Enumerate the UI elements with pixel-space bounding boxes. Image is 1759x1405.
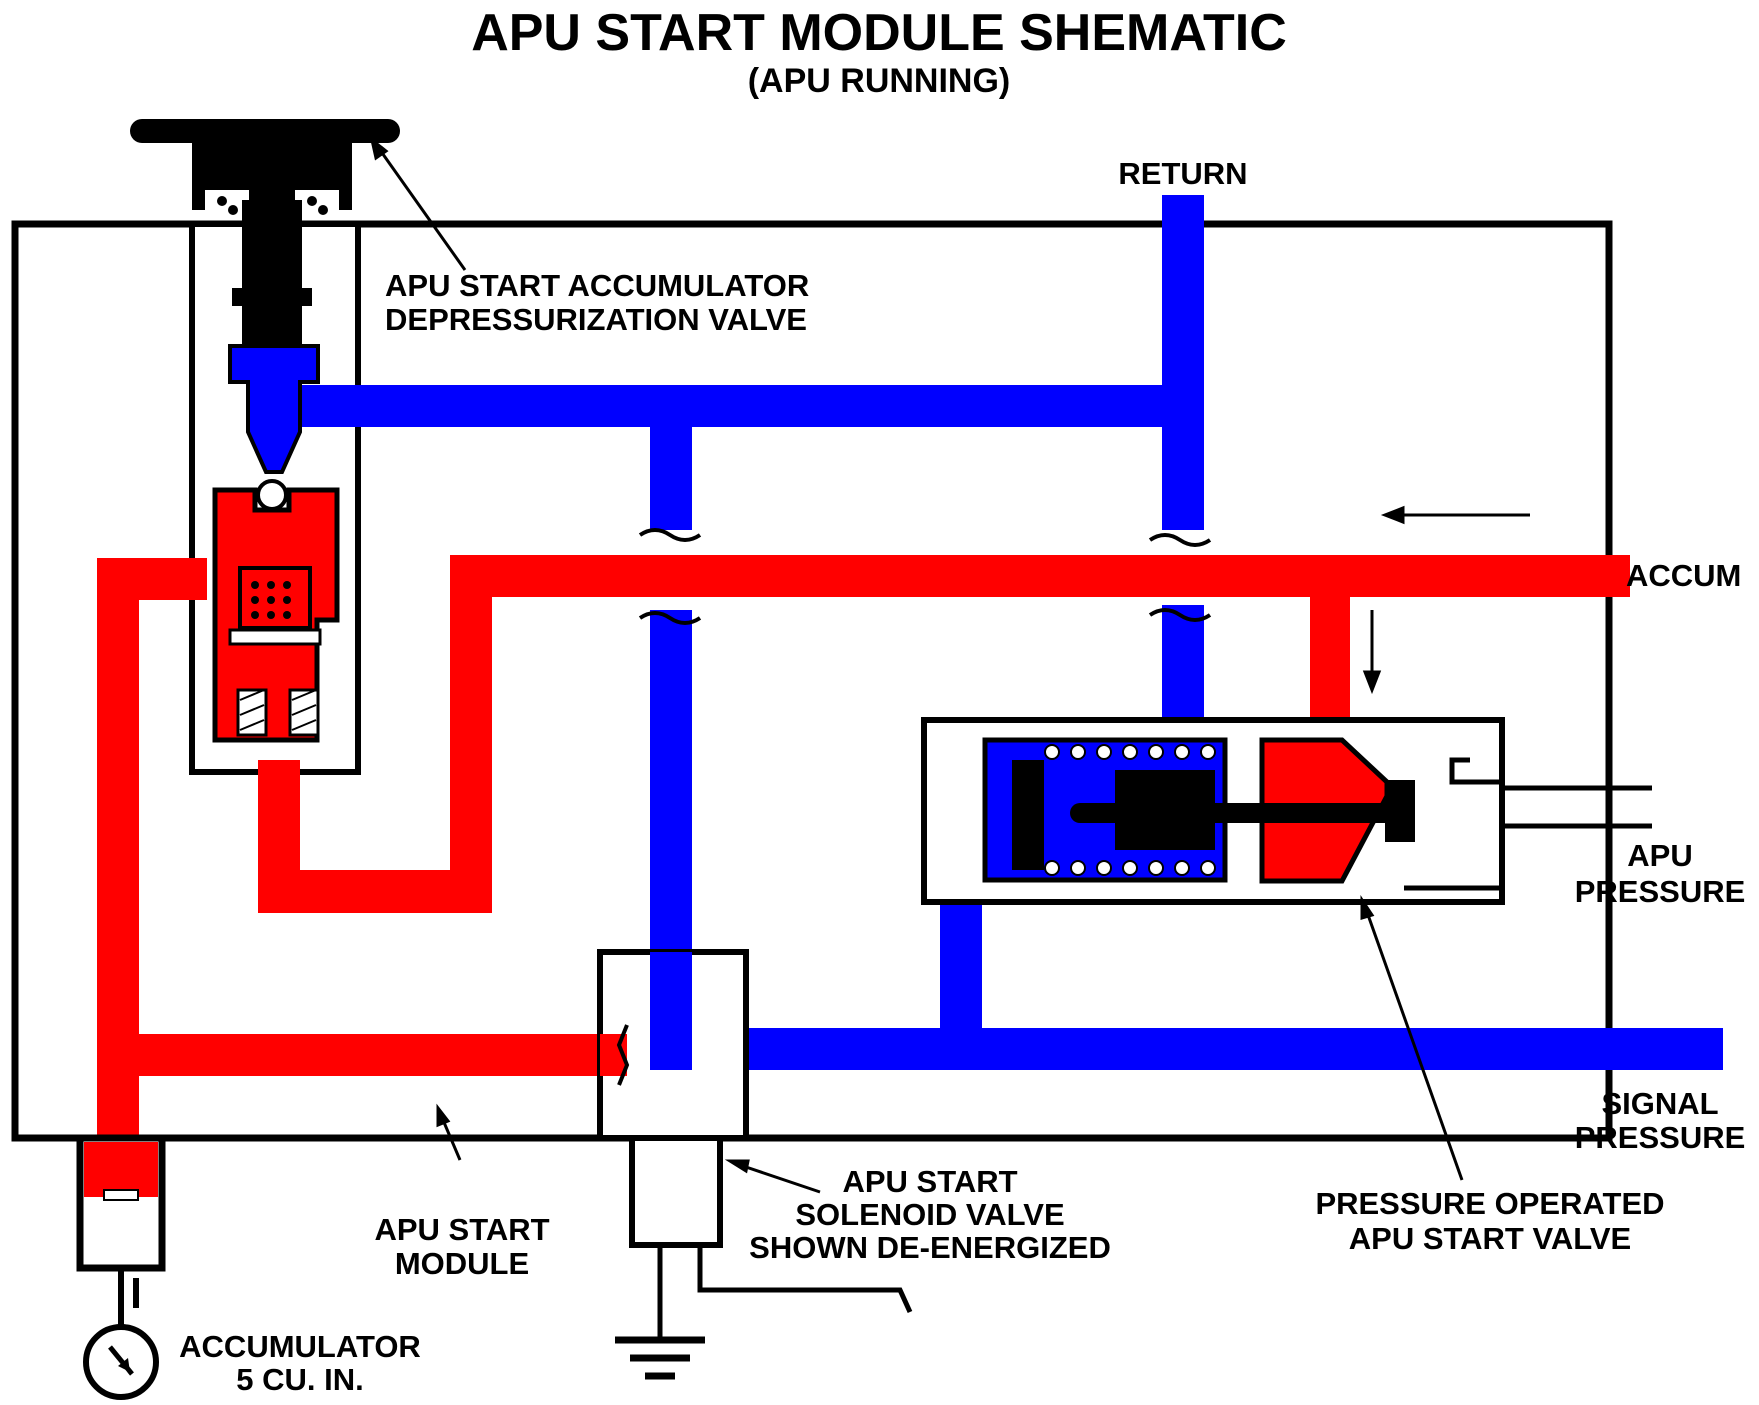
depress-valve-label-1: APU START ACCUMULATOR [385,268,809,303]
flow-arrows [1362,505,1530,695]
signal-pressure-label-2: PRESSURE [1575,1120,1746,1155]
leader-lines [369,136,1464,1194]
line-break-marks [638,528,1212,625]
signal-pressure-label-1: SIGNAL [1601,1086,1718,1121]
pressure-operated-start-valve [921,717,1652,905]
module-housing [11,220,1613,1142]
pressure-lines [97,555,1630,1183]
page-subtitle: (APU RUNNING) [748,62,1011,100]
accumulator-label-2: 5 CU. IN. [236,1362,363,1397]
solenoid-label-2: SOLENOID VALVE [795,1197,1064,1232]
pressure-valve-label-1: PRESSURE OPERATED [1315,1186,1664,1221]
solenoid-label-1: APU START [842,1164,1017,1199]
solenoid-label-3: SHOWN DE-ENERGIZED [749,1230,1111,1265]
solenoid-valve [597,949,913,1380]
depressurization-valve [130,119,400,743]
apu-pressure-label-1: APU [1627,838,1692,873]
accumulator-label-1: ACCUMULATOR [179,1329,421,1364]
pressure-valve-label-2: APU START VALVE [1349,1221,1631,1256]
start-module-label-2: MODULE [395,1246,529,1281]
page-title: APU START MODULE SHEMATIC [471,4,1287,62]
start-module-label-1: APU START [374,1212,549,1247]
apu-pressure-label-2: PRESSURE [1575,874,1746,909]
accum-label: ACCUM [1626,558,1741,593]
accumulator [76,1134,166,1400]
return-label: RETURN [1118,156,1247,191]
depress-valve-label-2: DEPRESSURIZATION VALVE [385,302,807,337]
return-lines [292,195,1723,1070]
